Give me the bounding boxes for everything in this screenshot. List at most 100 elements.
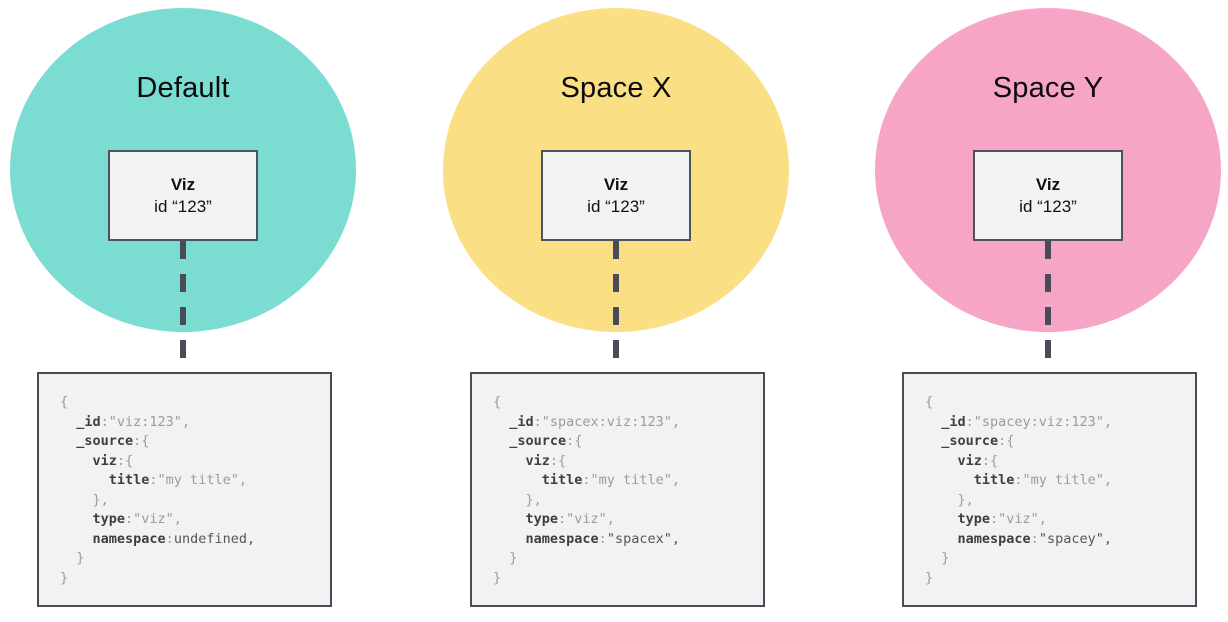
code-segment: :"my title", bbox=[582, 472, 680, 488]
space-title: Space X bbox=[560, 72, 672, 104]
document-code-block: { _id:"viz:123", _source:{ viz:{ title:"… bbox=[37, 372, 332, 607]
code-line: _source:{ bbox=[60, 432, 322, 452]
code-line: { bbox=[925, 393, 1187, 413]
code-line: _id:"spacey:viz:123", bbox=[925, 413, 1187, 433]
code-segment: namespace bbox=[957, 530, 1031, 547]
code-line: } bbox=[60, 569, 322, 589]
code-line: _id:"viz:123", bbox=[60, 413, 322, 433]
code-segment bbox=[925, 453, 958, 469]
code-line: }, bbox=[493, 491, 755, 511]
code-line: type:"viz", bbox=[493, 510, 755, 530]
code-segment bbox=[925, 414, 941, 430]
code-segment bbox=[60, 453, 93, 469]
code-line: }, bbox=[925, 491, 1187, 511]
code-segment: } bbox=[60, 569, 69, 586]
code-segment: } bbox=[925, 569, 934, 586]
code-line: title:"my title", bbox=[925, 471, 1187, 491]
code-segment bbox=[493, 453, 526, 469]
viz-node: Viz id “123” bbox=[541, 150, 691, 241]
code-segment: { bbox=[60, 394, 69, 410]
code-segment: _source bbox=[76, 433, 134, 449]
code-segment: :"viz", bbox=[558, 511, 615, 527]
code-line: namespace:undefined, bbox=[60, 530, 322, 550]
document-code-block: { _id:"spacey:viz:123", _source:{ viz:{ … bbox=[902, 372, 1197, 607]
code-segment bbox=[493, 511, 526, 527]
code-segment: "spacex", bbox=[606, 530, 680, 547]
code-segment: namespace bbox=[92, 530, 166, 547]
code-line: viz:{ bbox=[925, 452, 1187, 472]
code-segment: :"spacex:viz:123", bbox=[533, 413, 680, 430]
code-segment: _id bbox=[509, 413, 534, 430]
space-title: Space Y bbox=[992, 72, 1104, 104]
code-segment: _id bbox=[76, 413, 101, 430]
code-segment: :{ bbox=[116, 452, 134, 469]
code-segment: } bbox=[60, 550, 85, 566]
code-segment bbox=[60, 511, 93, 527]
code-segment: :"viz", bbox=[990, 511, 1047, 527]
code-segment: title bbox=[973, 472, 1015, 488]
code-segment: type bbox=[957, 511, 991, 527]
code-segment: type bbox=[92, 511, 126, 527]
code-segment: { bbox=[925, 394, 934, 410]
code-segment: :"my title", bbox=[1014, 472, 1112, 488]
code-line: _id:"spacex:viz:123", bbox=[493, 413, 755, 433]
viz-node-title: Viz bbox=[603, 174, 629, 194]
code-segment bbox=[493, 414, 509, 430]
code-segment bbox=[60, 433, 76, 449]
code-segment: title bbox=[108, 472, 150, 488]
space-column-default: Default Viz id “123” { _id:"viz:123", _s… bbox=[10, 0, 356, 622]
code-line: } bbox=[493, 569, 755, 589]
code-segment: } bbox=[493, 550, 518, 566]
code-line: } bbox=[60, 549, 322, 569]
code-segment bbox=[60, 414, 76, 430]
code-segment: }, bbox=[925, 491, 974, 508]
code-line: } bbox=[925, 569, 1187, 589]
code-line: namespace:"spacey", bbox=[925, 530, 1187, 550]
viz-node: Viz id “123” bbox=[973, 150, 1123, 241]
code-line: title:"my title", bbox=[60, 471, 322, 491]
code-segment: :"viz", bbox=[125, 511, 182, 527]
code-segment: _source bbox=[509, 433, 567, 449]
code-segment: }, bbox=[493, 491, 542, 508]
code-line: type:"viz", bbox=[925, 510, 1187, 530]
code-segment: :"viz:123", bbox=[100, 413, 191, 430]
code-segment: :{ bbox=[566, 433, 583, 449]
code-segment bbox=[925, 511, 958, 527]
code-segment: _source bbox=[941, 433, 999, 449]
code-line: namespace:"spacex", bbox=[493, 530, 755, 550]
space-column-space-y: Space Y Viz id “123” { _id:"spacey:viz:1… bbox=[875, 0, 1221, 622]
code-segment bbox=[925, 472, 974, 488]
code-line: viz:{ bbox=[493, 452, 755, 472]
code-segment: namespace bbox=[525, 530, 599, 547]
dashed-link-line bbox=[1045, 241, 1051, 377]
code-segment bbox=[493, 472, 542, 488]
viz-node: Viz id “123” bbox=[108, 150, 258, 241]
code-segment: } bbox=[493, 569, 502, 586]
code-segment: viz bbox=[957, 452, 982, 469]
code-segment bbox=[493, 433, 509, 449]
space-title: Default bbox=[136, 72, 230, 104]
viz-node-id: id “123” bbox=[154, 196, 212, 216]
code-line: type:"viz", bbox=[60, 510, 322, 530]
code-segment: { bbox=[493, 394, 502, 410]
code-segment: :{ bbox=[981, 452, 999, 469]
space-column-space-x: Space X Viz id “123” { _id:"spacex:viz:1… bbox=[443, 0, 789, 622]
code-segment: title bbox=[541, 472, 583, 488]
code-segment: :{ bbox=[549, 452, 567, 469]
code-segment: viz bbox=[92, 452, 117, 469]
dashed-link-line bbox=[180, 241, 186, 377]
code-segment bbox=[60, 472, 109, 488]
code-line: } bbox=[925, 549, 1187, 569]
code-segment: type bbox=[525, 511, 559, 527]
code-segment: "spacey", bbox=[1038, 530, 1112, 547]
code-segment: } bbox=[925, 550, 950, 566]
code-segment: :{ bbox=[998, 433, 1015, 449]
viz-node-id: id “123” bbox=[587, 196, 645, 216]
code-segment: : bbox=[165, 530, 174, 547]
code-segment bbox=[60, 531, 93, 547]
code-line: { bbox=[60, 393, 322, 413]
code-line: }, bbox=[60, 491, 322, 511]
code-line: { bbox=[493, 393, 755, 413]
code-line: _source:{ bbox=[925, 432, 1187, 452]
code-segment bbox=[925, 531, 958, 547]
